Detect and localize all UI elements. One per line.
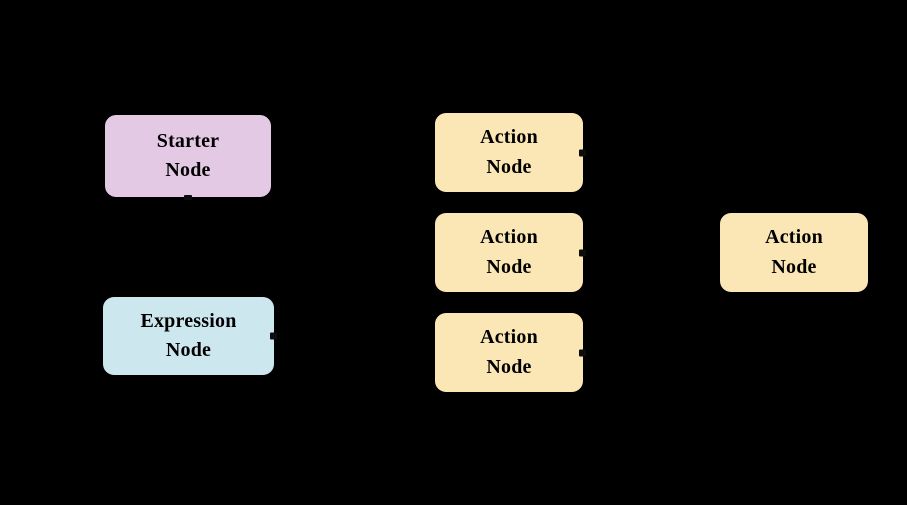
node-label-line1: Action [480, 326, 538, 349]
node-label-line1: Starter [156, 129, 220, 152]
connector-port-right-icon[interactable] [579, 249, 586, 256]
connector-port-right-icon[interactable] [270, 332, 277, 340]
node-label-line1: Expression [140, 309, 237, 332]
node-label-line2: Node [486, 155, 532, 178]
node-label-line1: Action [480, 226, 538, 249]
node-label-line2: Node [165, 339, 212, 361]
node-label-line2: Node [486, 355, 532, 378]
node-label-line2: Node [165, 159, 211, 181]
node-label-line2: Node [486, 255, 532, 278]
connector-port-bottom-icon[interactable] [184, 195, 192, 200]
connector-port-right-icon[interactable] [579, 349, 586, 356]
node-label-line2: Node [771, 255, 817, 278]
node-label-line1: Action [765, 226, 823, 249]
node-label-line1: Action [480, 126, 538, 149]
connector-port-right-icon[interactable] [579, 149, 586, 156]
